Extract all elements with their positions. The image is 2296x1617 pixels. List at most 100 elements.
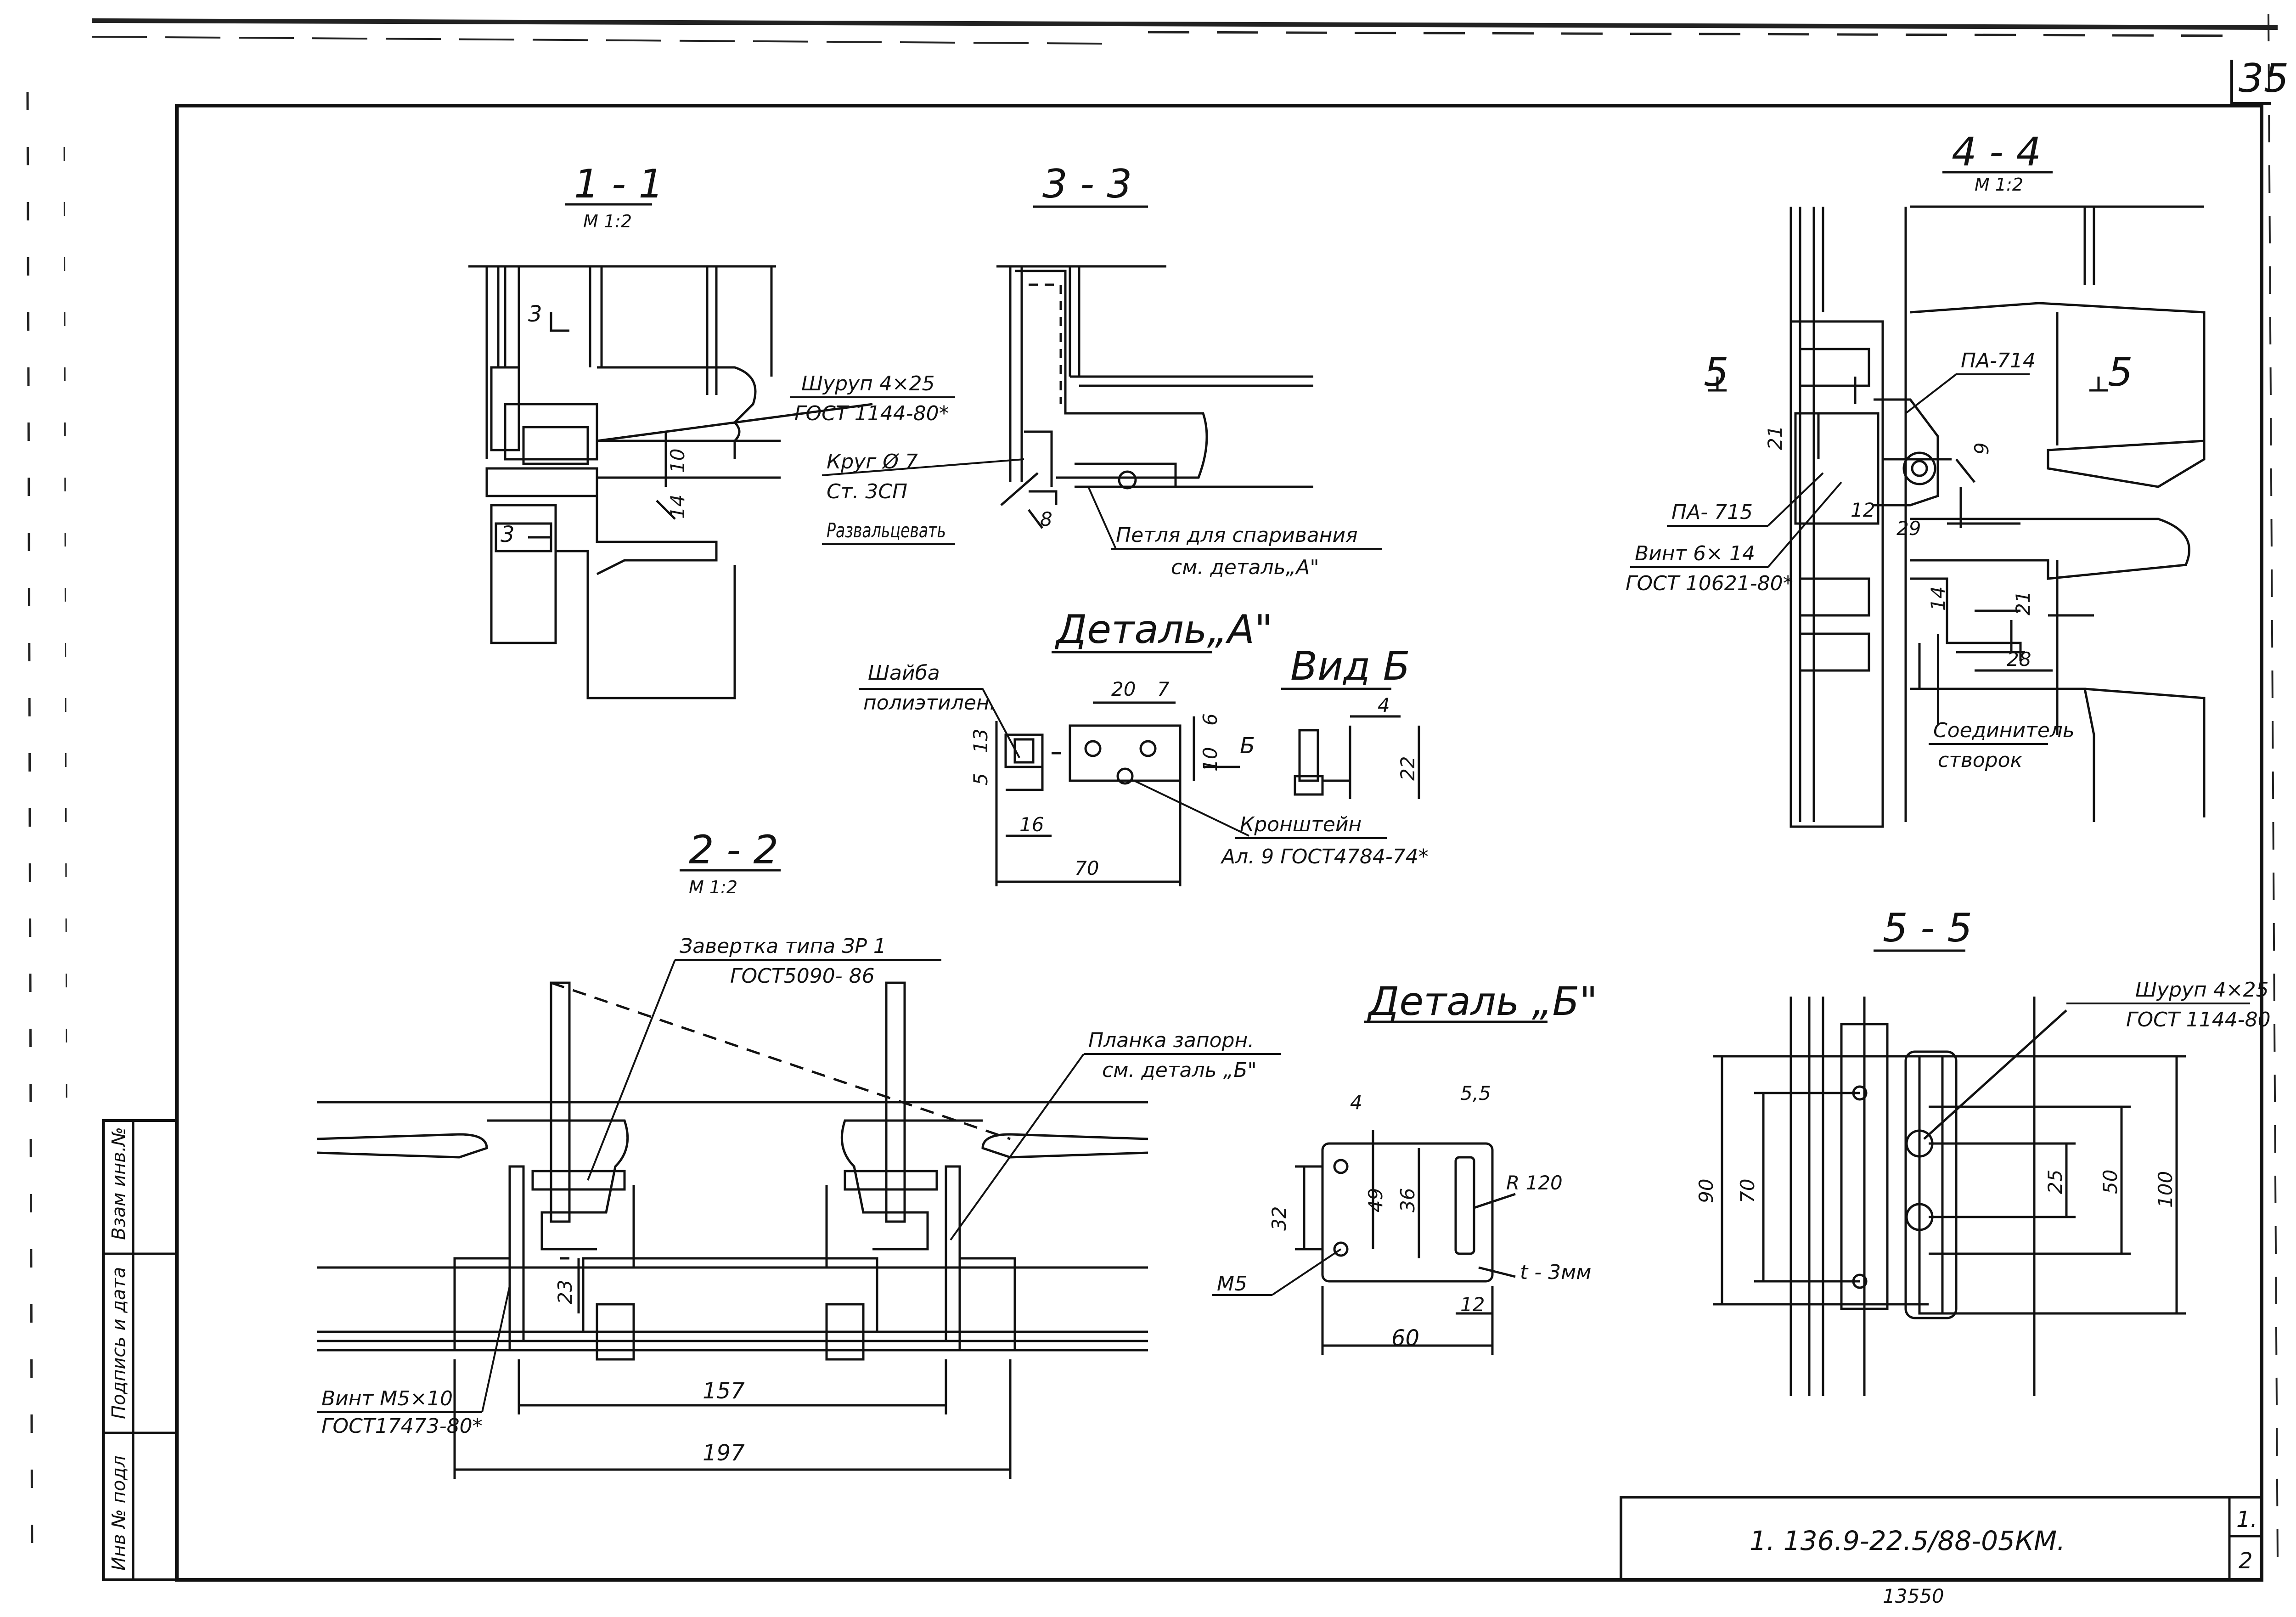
stamp-signature-label: Подпись и дата <box>108 1267 129 1419</box>
label-screw-6x14: Винт 6× 14 ГОСТ 10621-80* <box>1626 481 1842 595</box>
label-pa715: ПА- 715 <box>1667 472 1824 527</box>
round-bar-name: Круг Ø 7 <box>827 450 918 473</box>
label-washer: Шайба полиэтилен. <box>859 661 1020 758</box>
label-screw-4x25-a: Шуруп 4×25 ГОСТ 1144-80* <box>790 372 955 425</box>
section-1-1: 1 - 1 М 1:2 3 3 10 14 <box>468 161 873 699</box>
dim-b-5-5: 5,5 <box>1460 1082 1491 1104</box>
label-hinge-pair: Петля для спаривания см. деталь„А" <box>1087 486 1382 579</box>
label-screw-m5x10: Винт М5×10 ГОСТ17473-80* <box>317 1285 511 1438</box>
screw-m5x10-standard: ГОСТ17473-80* <box>321 1414 483 1438</box>
round-bar-material: Ст. 3СП <box>827 480 907 503</box>
dim-b-22: 22 <box>1396 756 1419 781</box>
connector-line-1: Соединитель <box>1933 719 2075 742</box>
dim-a-10: 10 <box>1199 747 1221 772</box>
dim-a-70: 70 <box>1075 857 1099 879</box>
dim-5-5-50: 50 <box>2099 1170 2122 1194</box>
sheet-index: 1. <box>2236 1507 2257 1532</box>
dim-4-4-21a: 21 <box>1764 426 1786 450</box>
section-4-4-title: 4 - 4 <box>1952 129 2041 175</box>
dim-5-5-100: 100 <box>2154 1171 2177 1208</box>
cut-5-right: 5 <box>2108 349 2133 395</box>
section-2-2-title: 2 - 2 <box>689 827 778 873</box>
bracket-line-1: Кронштейн <box>1240 813 1362 836</box>
dim-4-4-21b: 21 <box>2012 591 2034 615</box>
section-5-5-title: 5 - 5 <box>1883 905 1972 951</box>
dim-4-4-28: 28 <box>2007 648 2031 670</box>
footer-stamp: 13550 <box>1883 1585 1944 1607</box>
pa714-label: ПА-714 <box>1961 349 2036 372</box>
dim-5-5-25: 25 <box>2044 1170 2066 1194</box>
view-b-arrow-label: Б <box>1240 733 1255 759</box>
dim-2-2-157: 157 <box>703 1378 745 1404</box>
dim-4-4-9: 9 <box>1970 442 1993 455</box>
side-stamp: Взам инв.№ Подпись и дата Инв № подл <box>102 1119 178 1581</box>
label-screw-4x25-b: Шуруп 4×25 ГОСТ 1144-80 <box>2066 978 2271 1031</box>
hinge-line-1: Петля для спаривания <box>1116 524 1358 547</box>
label-round-bar: Круг Ø 7 Ст. 3СП <box>822 450 1024 503</box>
screw-6x14-standard: ГОСТ 10621-80* <box>1626 572 1793 595</box>
detail-a: Деталь„А" 20 7 6 10 13 5 16 70 Б <box>969 607 1273 886</box>
page-number: 35 <box>2239 56 2289 101</box>
section-1-1-scale: М 1:2 <box>583 211 632 231</box>
dim-1-1-10: 10 <box>666 449 689 473</box>
dim-b-4: 4 <box>1350 1091 1362 1114</box>
dim-a-20: 20 <box>1111 678 1136 700</box>
label-m5: М5 <box>1212 1248 1342 1296</box>
section-3-3: 3 - 3 8 <box>996 161 1313 530</box>
cut-3-top: 3 <box>528 301 542 327</box>
section-3-3-title: 3 - 3 <box>1042 161 1132 207</box>
section-5-5: 5 - 5 90 70 25 50 100 <box>1695 905 2186 1396</box>
latch-line-2: ГОСТ5090- 86 <box>730 964 875 988</box>
dim-b-32: 32 <box>1268 1206 1290 1231</box>
dim-4-4-14: 14 <box>1927 586 1949 611</box>
screw-m5x10-name: Винт М5×10 <box>321 1387 453 1410</box>
view-b: Вид Б 4 22 <box>1281 643 1420 799</box>
label-connector: Соединитель створок <box>1929 634 2075 772</box>
connector-line-2: створок <box>1938 749 2023 772</box>
washer-line-1: Шайба <box>868 661 940 685</box>
screw-6x14-name: Винт 6× 14 <box>1635 542 1755 565</box>
title-block: 1. 136.9-22.5/88-05КМ. 1. 2 <box>1620 1496 2263 1581</box>
scan-edge-marks <box>26 13 2279 1576</box>
dim-b-60: 60 <box>1391 1325 1419 1351</box>
section-4-4: 4 - 4 М 1:2 <box>1704 129 2206 828</box>
lock-plate-line-1: Планка запорн. <box>1088 1029 1254 1052</box>
dim-a-16: 16 <box>1019 813 1044 836</box>
detail-b-title: Деталь „Б" <box>1367 979 1598 1025</box>
flare-label: Развальцевать <box>827 519 946 542</box>
detail-a-title: Деталь„А" <box>1054 607 1273 653</box>
latch-line-1: Завертка типа ЗР 1 <box>680 935 886 958</box>
dim-5-5-70: 70 <box>1736 1179 1759 1203</box>
dim-2-2-197: 197 <box>703 1440 745 1466</box>
hinge-line-2: см. деталь„А" <box>1171 556 1319 579</box>
section-4-4-scale: М 1:2 <box>1975 175 2023 195</box>
label-thickness: t - 3мм <box>1520 1261 1591 1284</box>
section-1-1-title: 1 - 1 <box>574 161 664 207</box>
dim-2-2-23: 23 <box>554 1280 576 1304</box>
label-bracket: Кронштейн Ал. 9 ГОСТ4784-74* <box>1134 780 1429 868</box>
bracket-line-2: Ал. 9 ГОСТ4784-74* <box>1220 845 1429 868</box>
section-2-2-scale: М 1:2 <box>689 877 737 897</box>
thickness-label: t - 3мм <box>1520 1261 1591 1284</box>
document-code: 1. 136.9-22.5/88-05КМ. <box>1750 1525 2065 1556</box>
cut-3-bottom: 3 <box>501 522 515 547</box>
label-lock-plate: Планка запорн. см. деталь „Б" <box>950 1029 1281 1241</box>
label-latch: Завертка типа ЗР 1 ГОСТ5090- 86 <box>587 935 941 1181</box>
dim-3-3-8: 8 <box>1040 508 1052 530</box>
dim-1-1-14: 14 <box>666 495 689 519</box>
dim-4-4-29: 29 <box>1896 517 1921 540</box>
label-radius: R 120 <box>1506 1172 1563 1194</box>
washer-line-2: полиэтилен. <box>863 691 996 715</box>
screw-2-standard: ГОСТ 1144-80 <box>2126 1008 2271 1031</box>
dim-a-5: 5 <box>969 773 992 785</box>
screw-2-name: Шуруп 4×25 <box>2135 978 2269 1002</box>
view-b-title: Вид Б <box>1290 643 1410 689</box>
lock-plate-line-2: см. деталь „Б" <box>1102 1059 1257 1082</box>
dim-5-5-90: 90 <box>1695 1179 1717 1203</box>
dim-a-7: 7 <box>1157 678 1170 700</box>
section-2-2: 2 - 2 М 1:2 23 157 197 <box>316 827 1148 1479</box>
dim-a-6: 6 <box>1199 713 1221 726</box>
sheet-count: 2 <box>2239 1548 2253 1574</box>
label-flare: Развальцевать <box>822 519 955 545</box>
